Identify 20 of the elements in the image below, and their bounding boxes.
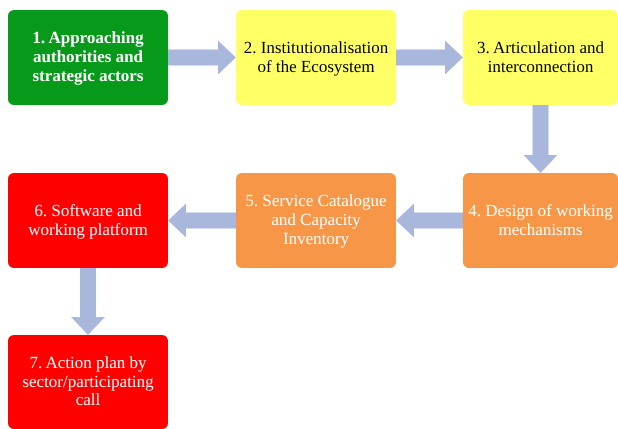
step-box bbox=[236, 173, 396, 268]
block-arrow bbox=[396, 204, 463, 238]
step-box bbox=[8, 10, 168, 105]
block-arrow bbox=[71, 268, 105, 335]
block-arrow bbox=[168, 40, 236, 74]
step-label: 2. Institutionalisation of the Ecosystem bbox=[242, 38, 390, 76]
step-box bbox=[236, 10, 396, 105]
step-label: 5. Service Catalogue and Capacity Inventory bbox=[244, 192, 388, 249]
step-label: 3. Articulation and interconnection bbox=[476, 38, 605, 76]
block-arrow bbox=[396, 40, 463, 74]
step-box bbox=[8, 173, 168, 268]
step-label: 4. Design of working mechanisms bbox=[467, 202, 614, 240]
step-box bbox=[463, 10, 618, 105]
block-arrow bbox=[524, 105, 558, 173]
step-label: 1. Approaching authorities and strategic actors bbox=[31, 29, 145, 86]
step-box bbox=[463, 173, 618, 268]
step-box bbox=[8, 335, 168, 429]
step-label: 7. Action plan by sector/participating call bbox=[21, 354, 155, 410]
block-arrow bbox=[168, 204, 236, 238]
step-label: 6. Software and working platform bbox=[27, 202, 149, 240]
